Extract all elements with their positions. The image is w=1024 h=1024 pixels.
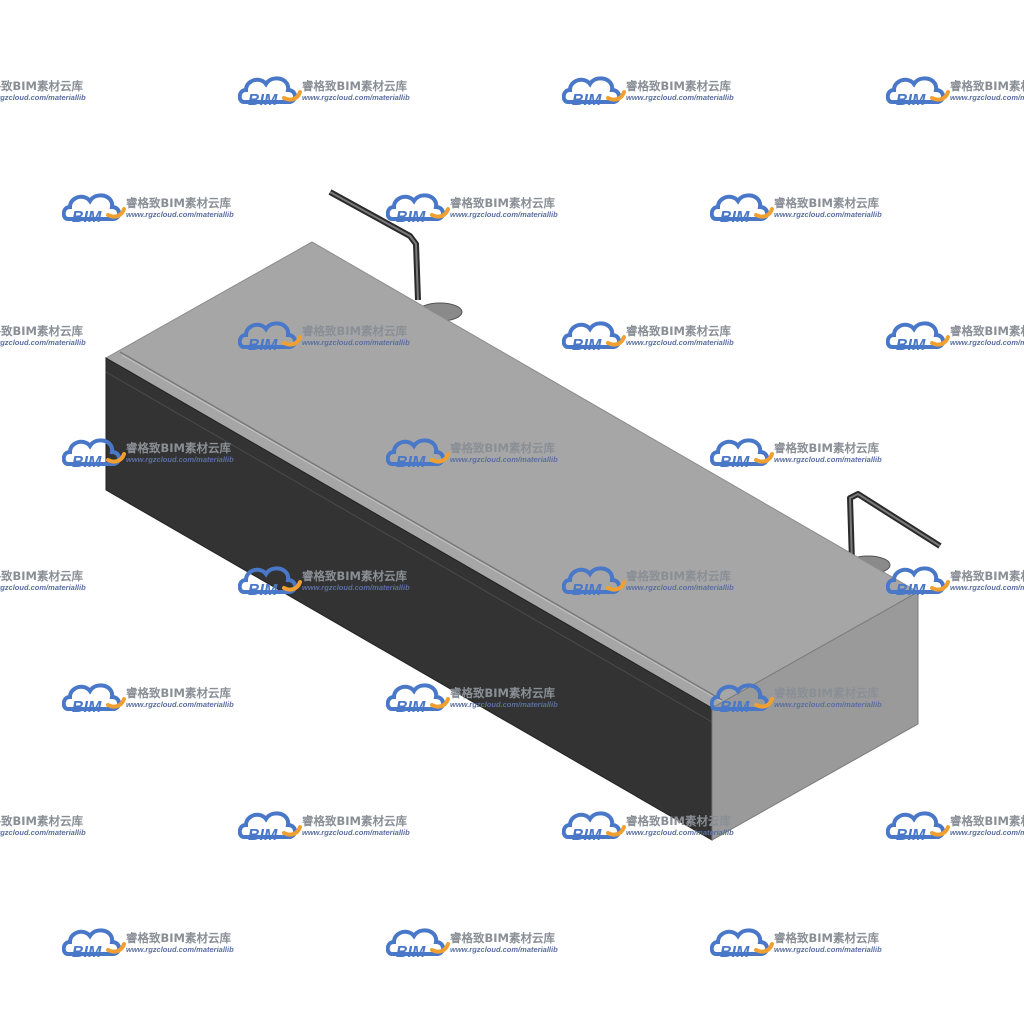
body-side-face: [711, 591, 919, 841]
